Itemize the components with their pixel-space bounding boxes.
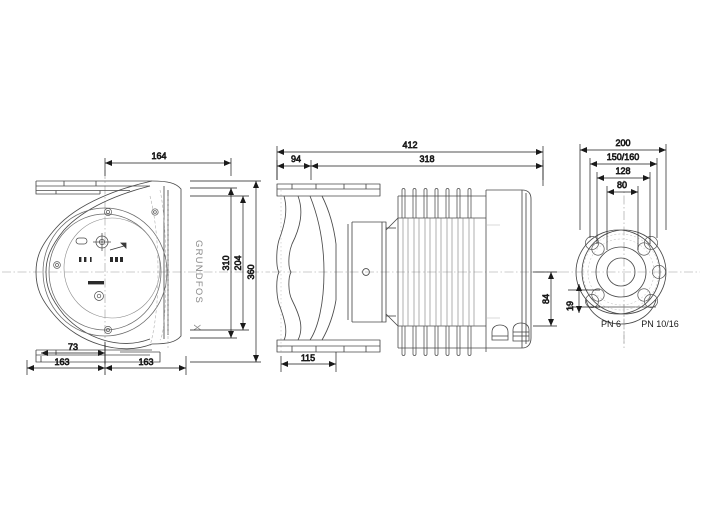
side-cable-glands	[491, 322, 530, 342]
dim-label-115: 115	[301, 353, 315, 363]
dim-150-160: 150/160	[589, 152, 658, 238]
dim-label-163-left: 163	[54, 357, 69, 367]
dim-164: 164	[104, 151, 232, 176]
side-fin-teeth-top	[401, 188, 472, 218]
brand-text: GRUNDFOS	[193, 240, 204, 304]
label-pn-10-16: PN 10/16	[641, 319, 679, 329]
dim-360: 360	[190, 180, 261, 363]
label-pn-6: PN 6	[601, 319, 621, 329]
dim-label-204: 204	[233, 255, 243, 270]
dim-label-412: 412	[402, 140, 417, 150]
dim-163-left: 163	[26, 345, 106, 375]
dim-204: 204	[190, 195, 249, 331]
dim-label-80: 80	[617, 180, 627, 190]
dim-label-163-right: 163	[138, 357, 153, 367]
side-terminal-box	[486, 189, 532, 349]
dim-163-right: 163	[105, 356, 187, 375]
side-fin-teeth-bottom	[401, 326, 472, 356]
dim-94: 94	[276, 154, 311, 180]
front-dimensions: 164 310 204 360 73	[26, 151, 261, 375]
front-brand-logo: GRUNDFOS X	[191, 240, 204, 332]
dim-310: 310	[190, 187, 237, 339]
dim-label-94: 94	[291, 154, 301, 164]
flange-bolt-holes-pn6	[591, 242, 651, 302]
flange-outer-circles	[575, 229, 667, 315]
dim-label-360: 360	[246, 264, 256, 279]
front-hmi-indicator-bars	[79, 257, 123, 262]
view-side	[276, 183, 532, 356]
side-dimensions: 412 318 94 115 84	[276, 140, 557, 372]
dim-318: 318	[310, 154, 544, 180]
dim-label-73: 73	[68, 342, 78, 352]
dim-115: 115	[280, 352, 337, 372]
flange-dimensions: 200 150/160 128 80 19	[565, 138, 667, 313]
front-control-panel-circle	[63, 217, 161, 319]
view-flange	[575, 180, 667, 350]
dim-label-318: 318	[419, 154, 434, 164]
dim-80: 80	[606, 180, 639, 250]
dim-label-200: 200	[615, 138, 630, 148]
flange-bolt-holes-pn1016	[585, 236, 666, 308]
side-thin-guides	[487, 224, 500, 319]
side-fin-verticals	[402, 218, 475, 326]
front-hmi-display	[75, 233, 111, 251]
flange-pn-labels: PN 6 PN 10/16	[601, 319, 679, 329]
dim-200: 200	[579, 138, 667, 230]
side-pump-housing	[276, 183, 399, 353]
front-screw-bosses	[53, 208, 159, 334]
dim-label-128: 128	[615, 166, 630, 176]
dim-84: 84	[533, 271, 557, 327]
flange-bore-circles	[595, 246, 647, 298]
front-hmi-signal-icon	[109, 242, 127, 251]
dim-19: 19	[565, 284, 600, 313]
dim-label-164: 164	[151, 151, 166, 161]
dim-label-310: 310	[221, 255, 231, 270]
dim-label-84: 84	[541, 294, 551, 304]
brand-mark: X	[191, 324, 202, 332]
dim-label-150-160: 150/160	[607, 152, 640, 162]
dim-128: 128	[596, 166, 651, 244]
front-hmi-button	[88, 281, 104, 301]
front-dashed-profile	[149, 189, 169, 348]
dim-label-19: 19	[565, 301, 575, 311]
flange-thin-guides	[582, 233, 660, 311]
